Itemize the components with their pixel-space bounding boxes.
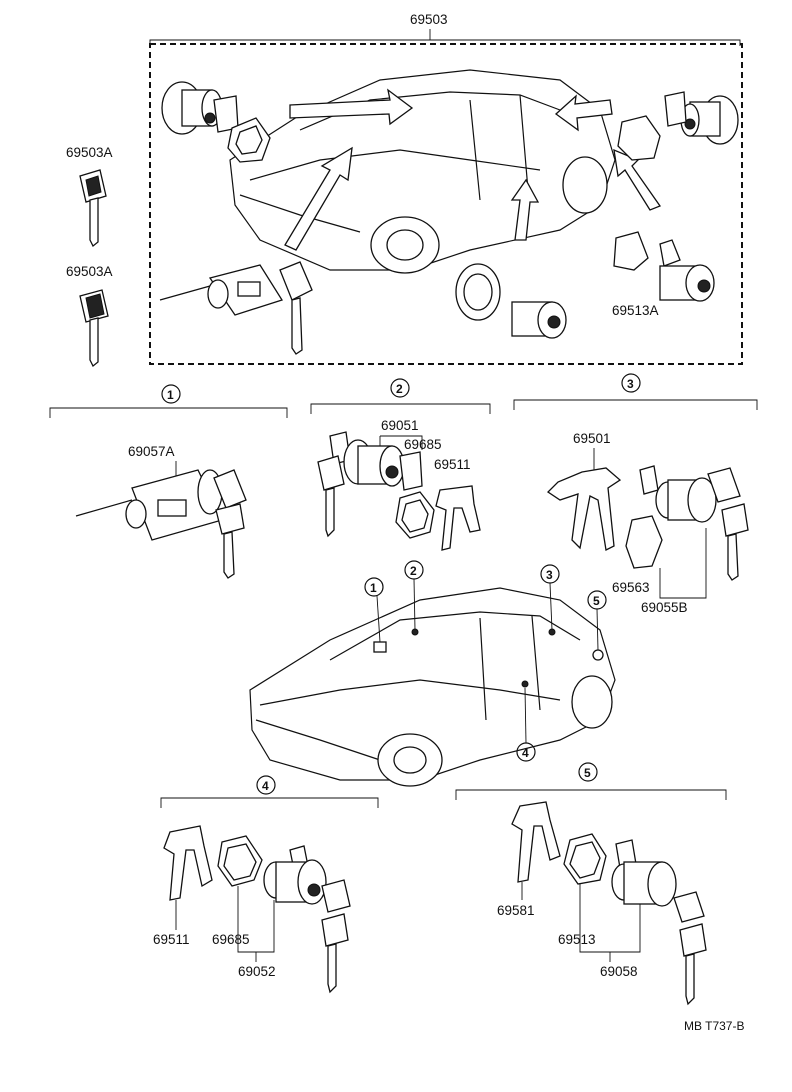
label-69513: 69513 bbox=[558, 932, 596, 947]
retainer-69581 bbox=[511, 801, 561, 883]
section-marker-1: 1 bbox=[161, 384, 181, 404]
label-69055B: 69055B bbox=[641, 600, 688, 615]
svg-text:1: 1 bbox=[167, 388, 174, 402]
ignition-switch-69057A bbox=[75, 469, 247, 579]
label-69581: 69581 bbox=[497, 903, 535, 918]
arrow-to-door-right bbox=[554, 94, 613, 132]
label-69058: 69058 bbox=[600, 964, 638, 979]
label-69685-bottom: 69685 bbox=[212, 932, 250, 947]
door-lock-cylinder-69052 bbox=[263, 845, 351, 994]
retainer-69511-bottom bbox=[163, 825, 213, 901]
ignition-switch-top bbox=[159, 261, 313, 355]
car-marker-5: 5 bbox=[587, 590, 607, 651]
svg-text:3: 3 bbox=[546, 568, 553, 582]
kit-dashed-frame bbox=[149, 43, 743, 365]
label-69501: 69501 bbox=[573, 431, 611, 446]
retainer-69511-top bbox=[435, 485, 481, 551]
car-marker-4: 4 bbox=[516, 687, 536, 762]
car-marker-3: 3 bbox=[540, 564, 560, 631]
door-lock-cylinder-top-center bbox=[455, 263, 567, 339]
car-top-outline bbox=[229, 69, 616, 274]
svg-text:3: 3 bbox=[627, 377, 634, 391]
car-marker-1: 1 bbox=[364, 577, 384, 643]
section-marker-3: 3 bbox=[621, 373, 641, 393]
label-69503: 69503 bbox=[410, 12, 448, 27]
label-69511-top: 69511 bbox=[434, 457, 471, 472]
door-lock-cylinder-top-right bbox=[664, 91, 739, 145]
door-lock-cylinder-69051 bbox=[317, 431, 423, 538]
bracket-section-4 bbox=[160, 797, 379, 808]
label-key-2: 69503A bbox=[66, 264, 113, 279]
svg-text:2: 2 bbox=[410, 564, 417, 578]
bracket-section-3 bbox=[513, 399, 758, 410]
label-69057A: 69057A bbox=[128, 444, 175, 459]
svg-text:1: 1 bbox=[370, 581, 377, 595]
label-69052: 69052 bbox=[238, 964, 276, 979]
car-marker-2: 2 bbox=[404, 560, 424, 631]
label-key-1: 69503A bbox=[66, 145, 113, 160]
section-marker-5: 5 bbox=[578, 762, 598, 782]
bracket-section-1 bbox=[49, 407, 288, 418]
section-marker-2: 2 bbox=[390, 378, 410, 398]
label-69511-bottom: 69511 bbox=[153, 932, 190, 947]
arrow-to-rear-door bbox=[510, 178, 540, 241]
door-lock-cylinder-69058 bbox=[611, 839, 707, 1006]
label-69685-top: 69685 bbox=[404, 437, 442, 452]
arrow-to-door-left bbox=[289, 88, 414, 126]
car-center-outline bbox=[249, 587, 616, 787]
gasket-top-right bbox=[617, 115, 661, 161]
svg-text:5: 5 bbox=[584, 766, 591, 780]
door-lock-cylinder-69055B bbox=[639, 465, 749, 581]
key-icon-2 bbox=[79, 289, 109, 368]
bracket-section-5 bbox=[455, 789, 727, 800]
label-69513A: 69513A bbox=[612, 303, 659, 318]
linkage-69501 bbox=[546, 467, 622, 551]
footer-code: MB T737-B bbox=[684, 1019, 744, 1033]
label-69051: 69051 bbox=[381, 418, 419, 433]
key-icon-1 bbox=[79, 169, 107, 248]
door-lock-cylinder-69513A bbox=[613, 231, 715, 302]
bracket-section-2 bbox=[310, 403, 491, 414]
arrow-to-ignition bbox=[284, 146, 353, 251]
svg-text:2: 2 bbox=[396, 382, 403, 396]
section-marker-4: 4 bbox=[256, 775, 276, 795]
svg-text:4: 4 bbox=[262, 779, 269, 793]
svg-text:5: 5 bbox=[593, 594, 600, 608]
arrow-to-hatch bbox=[613, 148, 662, 211]
gasket-69563 bbox=[625, 515, 663, 569]
door-lock-cylinder-top-left bbox=[161, 81, 239, 135]
label-69563: 69563 bbox=[612, 580, 650, 595]
svg-text:4: 4 bbox=[522, 746, 529, 760]
